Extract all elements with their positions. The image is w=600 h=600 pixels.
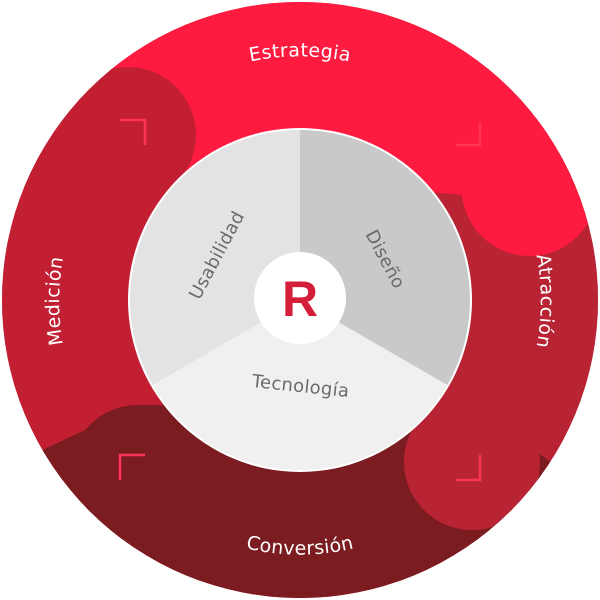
- sector-diseno[interactable]: [300, 130, 470, 385]
- logo-circle: [254, 252, 346, 344]
- corner-mark-bottom-right: [456, 455, 482, 482]
- atraccion-cap: [404, 394, 540, 530]
- logo-icon: R: [282, 271, 318, 327]
- conversion-cap: [70, 405, 206, 541]
- corner-mark-top-left: [120, 118, 147, 145]
- medicion-cap: [60, 67, 196, 203]
- corner-mark-bottom-left: [118, 453, 145, 480]
- segment-estrategia[interactable]: [90, 0, 600, 256]
- sector-usabilidad[interactable]: [130, 130, 300, 385]
- corner-mark-top-right: [456, 122, 482, 147]
- label-atraccion: Atracción: [532, 252, 558, 349]
- label-medicion: Medición: [42, 255, 68, 347]
- sector-tecnologia[interactable]: [152, 300, 448, 470]
- corner-marks: [118, 118, 482, 482]
